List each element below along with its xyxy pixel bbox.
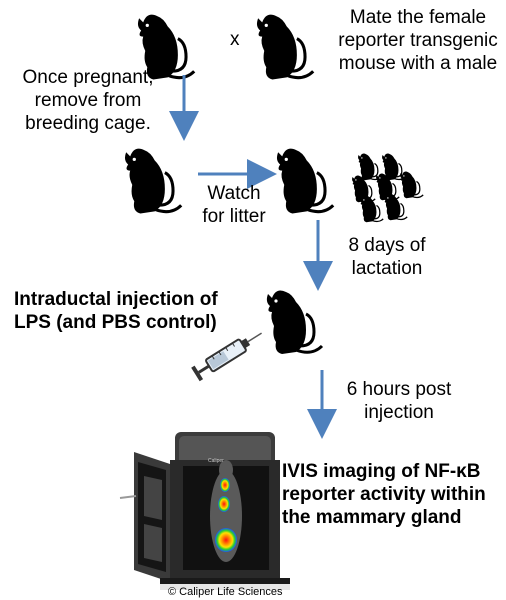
copyright-notice: © Caliper Life Sciences: [168, 586, 283, 598]
mouse-icon: [255, 13, 315, 81]
pregnant-line: remove from: [34, 90, 142, 111]
post-line: injection: [364, 402, 434, 423]
mouse-icon: [265, 288, 324, 356]
pregnant-line: Once pregnant,: [22, 67, 154, 88]
injection-step-text: Intraductal injection of LPS (and PBS co…: [14, 288, 218, 334]
lactation-line: lactation: [351, 258, 423, 279]
imaging-step-text: IVIS imaging of NF-κB reporter activity …: [282, 460, 486, 529]
mouse-icon: [275, 147, 335, 215]
mate-line: reporter transgenic: [338, 30, 498, 51]
mate-step-text: Mate the female reporter transgenic mous…: [328, 6, 506, 75]
watch-step-text: Watch for litter: [186, 182, 282, 228]
syringe-icon: [191, 332, 262, 382]
mouse-icon: [123, 147, 183, 215]
post-line: 6 hours post: [346, 379, 452, 400]
watch-line: for litter: [202, 206, 266, 227]
injection-line: LPS (and PBS control): [14, 312, 217, 333]
mouse-pups-icon: [351, 152, 424, 223]
imager-label: Caliper: [208, 458, 224, 464]
lactation-step-text: 8 days of lactation: [332, 234, 442, 280]
imaging-line: reporter activity within: [282, 484, 486, 505]
lactation-line: 8 days of: [348, 235, 426, 256]
imaging-line: IVIS imaging of NF-κB: [282, 461, 481, 482]
imaging-line: the mammary gland: [282, 507, 462, 528]
post-injection-step-text: 6 hours post injection: [336, 378, 462, 424]
mate-line: mouse with a male: [338, 53, 498, 74]
injection-line: Intraductal injection of: [14, 289, 218, 310]
cross-symbol: x: [230, 29, 240, 50]
mate-line: Mate the female: [349, 7, 487, 28]
watch-line: Watch: [207, 183, 261, 204]
pregnant-line: breeding cage.: [25, 113, 151, 134]
pregnant-step-text: Once pregnant, remove from breeding cage…: [0, 66, 176, 135]
ivis-imager-icon: [119, 432, 290, 590]
